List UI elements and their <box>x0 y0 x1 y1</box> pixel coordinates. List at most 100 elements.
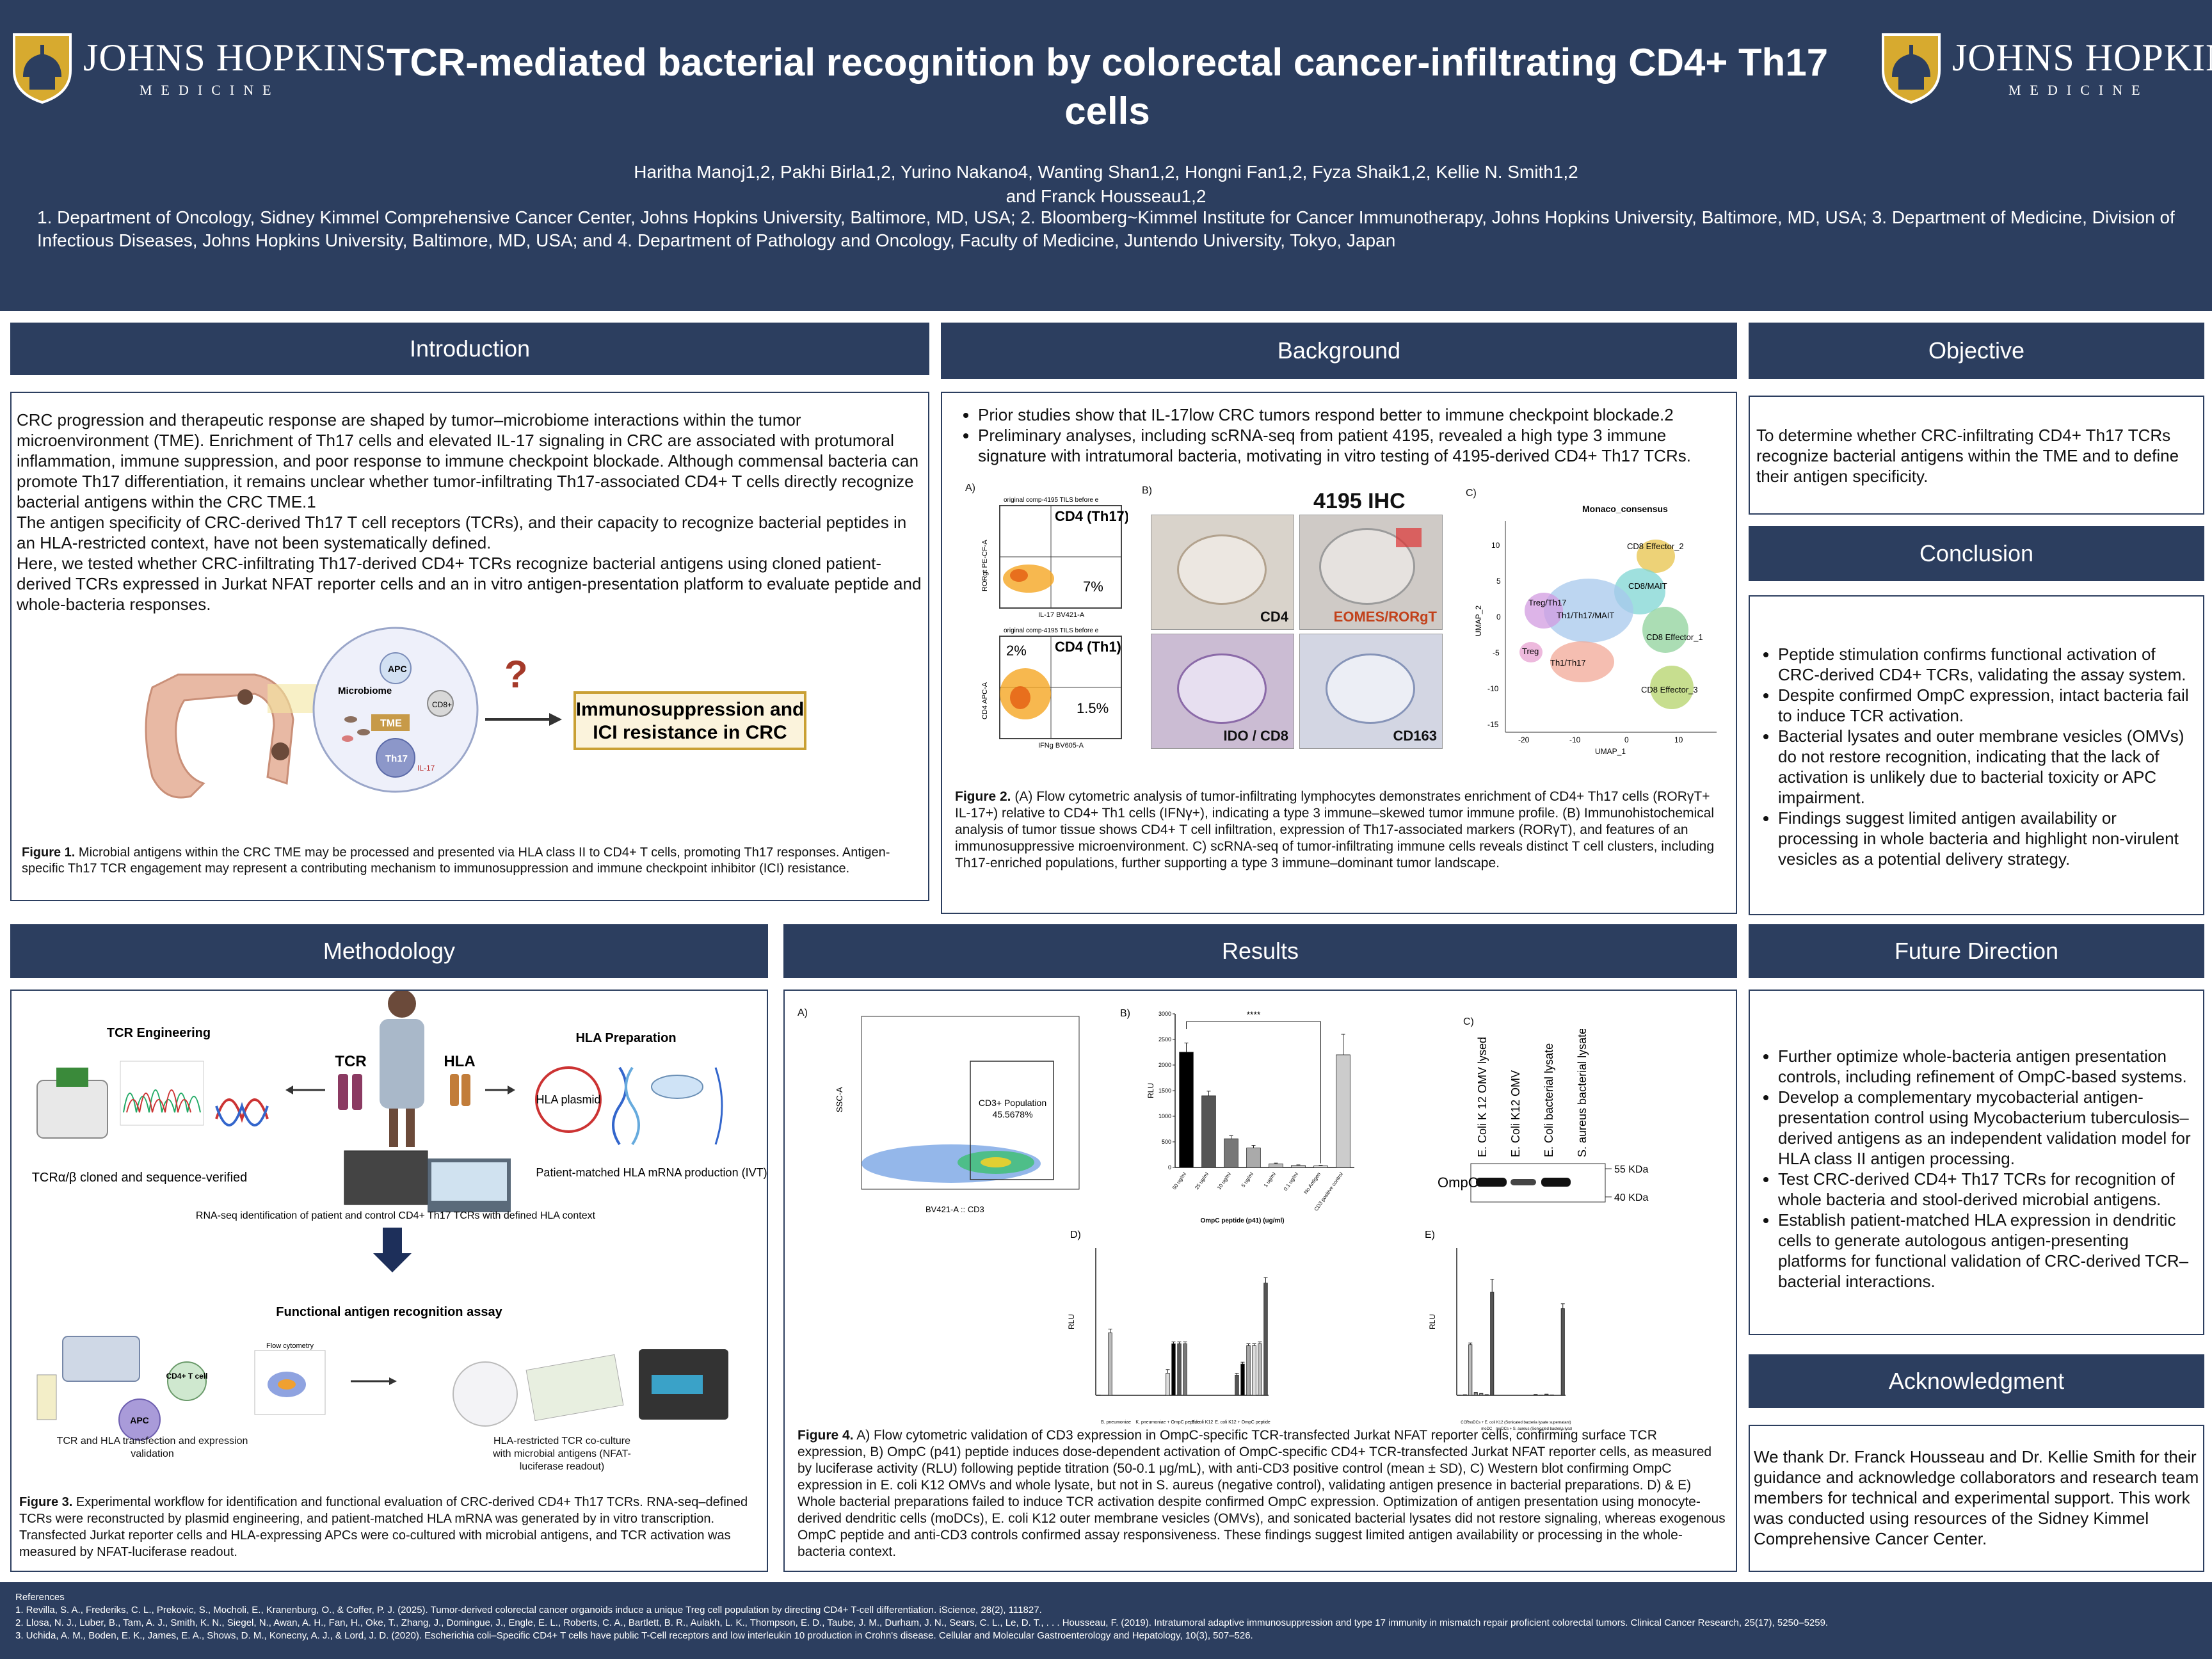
cd4-cell-label: CD4+ T cell <box>166 1372 207 1381</box>
electroporator-icon <box>36 1336 140 1420</box>
future-bullet: Test CRC-derived CD4+ Th17 TCRs for reco… <box>1778 1169 2197 1210</box>
hla-plasmid-label: HLA plasmid <box>536 1093 600 1106</box>
figure-1-caption: Figure 1. Microbial antigens within the … <box>22 845 920 877</box>
umap-cluster-label: Treg/Th17 <box>1528 598 1567 607</box>
group-label: B. pneumoniae <box>1101 1420 1131 1425</box>
bar <box>1473 1392 1478 1396</box>
plasmid-icon <box>535 1066 602 1133</box>
methodology-panel: TCR Engineering TCRα/β cloned and sequen… <box>10 990 768 1572</box>
western-lane-label: E. Coli K12 OMV <box>1509 1070 1522 1157</box>
tme-label: TME <box>380 718 402 729</box>
western-lane-label: S. aureus bacterial lysate <box>1576 1029 1589 1157</box>
microbiome-label: Microbiome <box>338 685 392 696</box>
fig2c-label: C) <box>1466 488 1477 499</box>
jhm-shield-icon <box>1882 33 1941 104</box>
bar <box>1240 1363 1245 1396</box>
umap-ytick: 10 <box>1491 541 1500 550</box>
rnaseq-caption-line: RNA-seq identification of patient and co… <box>196 1210 596 1221</box>
x-tick-label: 10 ug/ml <box>1216 1171 1232 1190</box>
background-heading: Background <box>941 323 1737 379</box>
y-tick-label: 0 <box>1168 1164 1171 1171</box>
bar <box>1252 1345 1256 1396</box>
y-tick-label: 2000 <box>1158 1062 1171 1068</box>
plot1-title: original comp-4195 TILS before e <box>1004 497 1099 504</box>
outcome-box-line-2: ICI resistance in CRC <box>593 722 787 743</box>
fig4b-label: B) <box>1120 1008 1130 1019</box>
umap-cluster-label: CD8 Effector_2 <box>1627 541 1684 551</box>
cd3-gate-percent: 45.5678% <box>992 1109 1032 1119</box>
x-tick-label: 0.1 ug/ml <box>1283 1171 1299 1192</box>
bar <box>1166 1373 1170 1396</box>
fig2a-flow-plots: original comp-4195 TILS before e CD4 (Th… <box>981 497 1128 749</box>
tme-diagram: Microbiome APC CD8+ TME Th17 IL-17 <box>312 627 479 793</box>
cd8-label: CD8+ <box>432 700 452 709</box>
group-label: CCR <box>1461 1421 1470 1425</box>
rna-strand-icon <box>651 1075 703 1099</box>
bar <box>1201 1095 1216 1168</box>
logo-wordmark: JOHNS HOPKINS <box>83 36 387 79</box>
acknowledgment-heading: Acknowledgment <box>1749 1354 2204 1408</box>
bar <box>1179 1052 1194 1168</box>
figure-2-caption: Figure 2. (A) Flow cytometric analysis o… <box>955 789 1723 872</box>
umap-xtick: -10 <box>1569 735 1581 744</box>
y-tick-label: 1000 <box>1158 1113 1171 1119</box>
references-heading: References <box>15 1592 65 1603</box>
figure-3-workflow: TCR Engineering TCRα/β cloned and sequen… <box>32 991 767 1441</box>
figure-1-illustration: Microbiome APC CD8+ TME Th17 IL-17 ? Imm… <box>145 627 806 799</box>
western-lane-label: E. Coli K 12 OMV lysed <box>1476 1037 1489 1157</box>
conclusion-bullet: Despite confirmed OmpC expression, intac… <box>1778 685 2197 726</box>
poster-title: TCR-mediated bacterial recognition by co… <box>386 41 1829 132</box>
tcr-label: TCR <box>335 1053 366 1070</box>
functional-assay-title: Functional antigen recognition assay <box>276 1305 502 1319</box>
fig4e-label: E) <box>1425 1230 1435 1240</box>
fig4a-xaxis: BV421-A :: CD3 <box>926 1205 984 1214</box>
bar <box>1490 1292 1495 1396</box>
umap-xlabel: UMAP_1 <box>1595 747 1626 756</box>
patient-icon <box>380 991 424 1147</box>
conclusion-bullet: Findings suggest limited antigen availab… <box>1778 808 2197 869</box>
x-tick-label: 25 ug/ml <box>1194 1171 1210 1190</box>
ihc-panel-label: EOMES/RORgT <box>1333 609 1437 625</box>
ihc-panel-label: IDO / CD8 <box>1223 728 1288 744</box>
ompc-label: OmpC <box>1438 1174 1479 1190</box>
objective-panel: To determine whether CRC-infiltrating CD… <box>1749 396 2204 515</box>
x-tick-label: No Antigen <box>1302 1171 1322 1195</box>
hla-mrna-caption: Patient-matched HLA mRNA production (IVT… <box>536 1166 767 1179</box>
fig4c-label: C) <box>1463 1016 1474 1027</box>
intro-paragraph-3: Here, we tested whether CRC-infiltrating… <box>17 554 922 614</box>
x-axis-label: OmpC peptide (p41) (ug/ml) <box>1200 1217 1284 1224</box>
plot2-quadrant-label: CD4 (Th1) <box>1055 639 1121 655</box>
flow-plot-icon: Flow cytometry <box>254 1342 326 1415</box>
x-tick-label: 50 ug/ml <box>1171 1171 1187 1190</box>
jhm-shield-icon <box>13 33 72 104</box>
acknowledgment-text: We thank Dr. Franck Housseau and Dr. Kel… <box>1754 1447 2199 1548</box>
umap-ytick: -5 <box>1493 648 1500 657</box>
question-mark: ? <box>504 653 528 696</box>
apc-label: APC <box>388 664 407 674</box>
ihc-title: 4195 IHC <box>1313 489 1406 513</box>
introduction-panel: CRC progression and therapeutic response… <box>10 392 929 901</box>
coculture-plate-icon <box>453 1354 624 1427</box>
conclusion-bullet: Bacterial lysates and outer membrane ves… <box>1778 726 2197 808</box>
logo-wordmark: JOHNS HOPKINS <box>1952 36 2212 79</box>
coculture-caption: HLA-restricted TCR co-culture with micro… <box>493 1436 631 1472</box>
marker-55: 55 KDa <box>1614 1164 1648 1175</box>
conclusion-heading: Conclusion <box>1749 526 2204 581</box>
bar <box>1183 1343 1187 1396</box>
umap-xtick: -20 <box>1518 735 1530 744</box>
acknowledgment-panel: We thank Dr. Franck Housseau and Dr. Kel… <box>1749 1425 2204 1572</box>
fig2c-umap: Monaco_consensus CD8 Effector_2 CD8/MAIT… <box>1474 504 1717 756</box>
dna-icon <box>215 1098 269 1123</box>
umap-cluster-label: CD8 Effector_3 <box>1641 685 1698 694</box>
ihc-panel-cd4: CD4 <box>1151 515 1294 630</box>
intro-paragraph-2: The antigen specificity of CRC-derived T… <box>17 513 907 552</box>
authors-line-1: Haritha Manoj1,2, Pakhi Birla1,2, Yurino… <box>634 162 1578 182</box>
western-lane-label: E. Coli bacterial lysate <box>1543 1043 1555 1157</box>
jhm-logo-right: JOHNS HOPKINS MEDICINE <box>1880 32 2212 109</box>
future-bullet: Further optimize whole-bacteria antigen … <box>1778 1046 2197 1087</box>
logo-subtitle: MEDICINE <box>140 82 280 98</box>
colon-icon <box>145 673 294 799</box>
bar <box>1468 1344 1473 1396</box>
objective-text: To determine whether CRC-infiltrating CD… <box>1756 426 2179 486</box>
